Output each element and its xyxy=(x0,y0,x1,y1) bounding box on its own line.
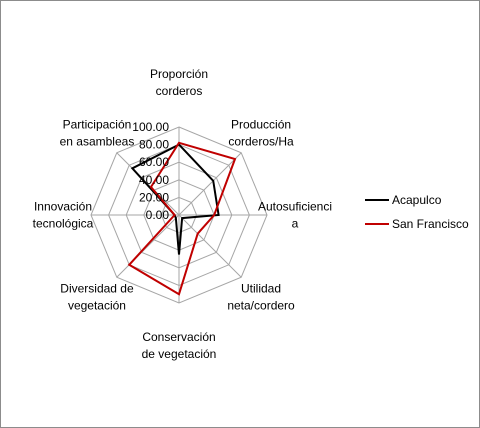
tick-label: 100.00 xyxy=(132,120,169,134)
radial-ticks: 0.00 20.00 40.00 60.00 80.00 100.00 xyxy=(132,120,169,222)
series-line xyxy=(127,141,237,296)
grid-spoke xyxy=(116,152,180,216)
grid-spoke xyxy=(178,152,242,216)
radar-grid xyxy=(90,126,268,304)
tick-label: 80.00 xyxy=(139,138,169,152)
legend-label: Acapulco xyxy=(392,193,442,207)
tick-label: 60.00 xyxy=(139,155,169,169)
series-line xyxy=(130,143,220,255)
tick-label: 0.00 xyxy=(146,208,170,222)
legend-label: San Francisco xyxy=(392,217,469,231)
radar-series xyxy=(127,141,237,296)
grid-spoke xyxy=(178,214,242,278)
tick-label: 40.00 xyxy=(139,173,169,187)
tick-label: 20.00 xyxy=(139,190,169,204)
grid-spoke xyxy=(116,214,180,278)
